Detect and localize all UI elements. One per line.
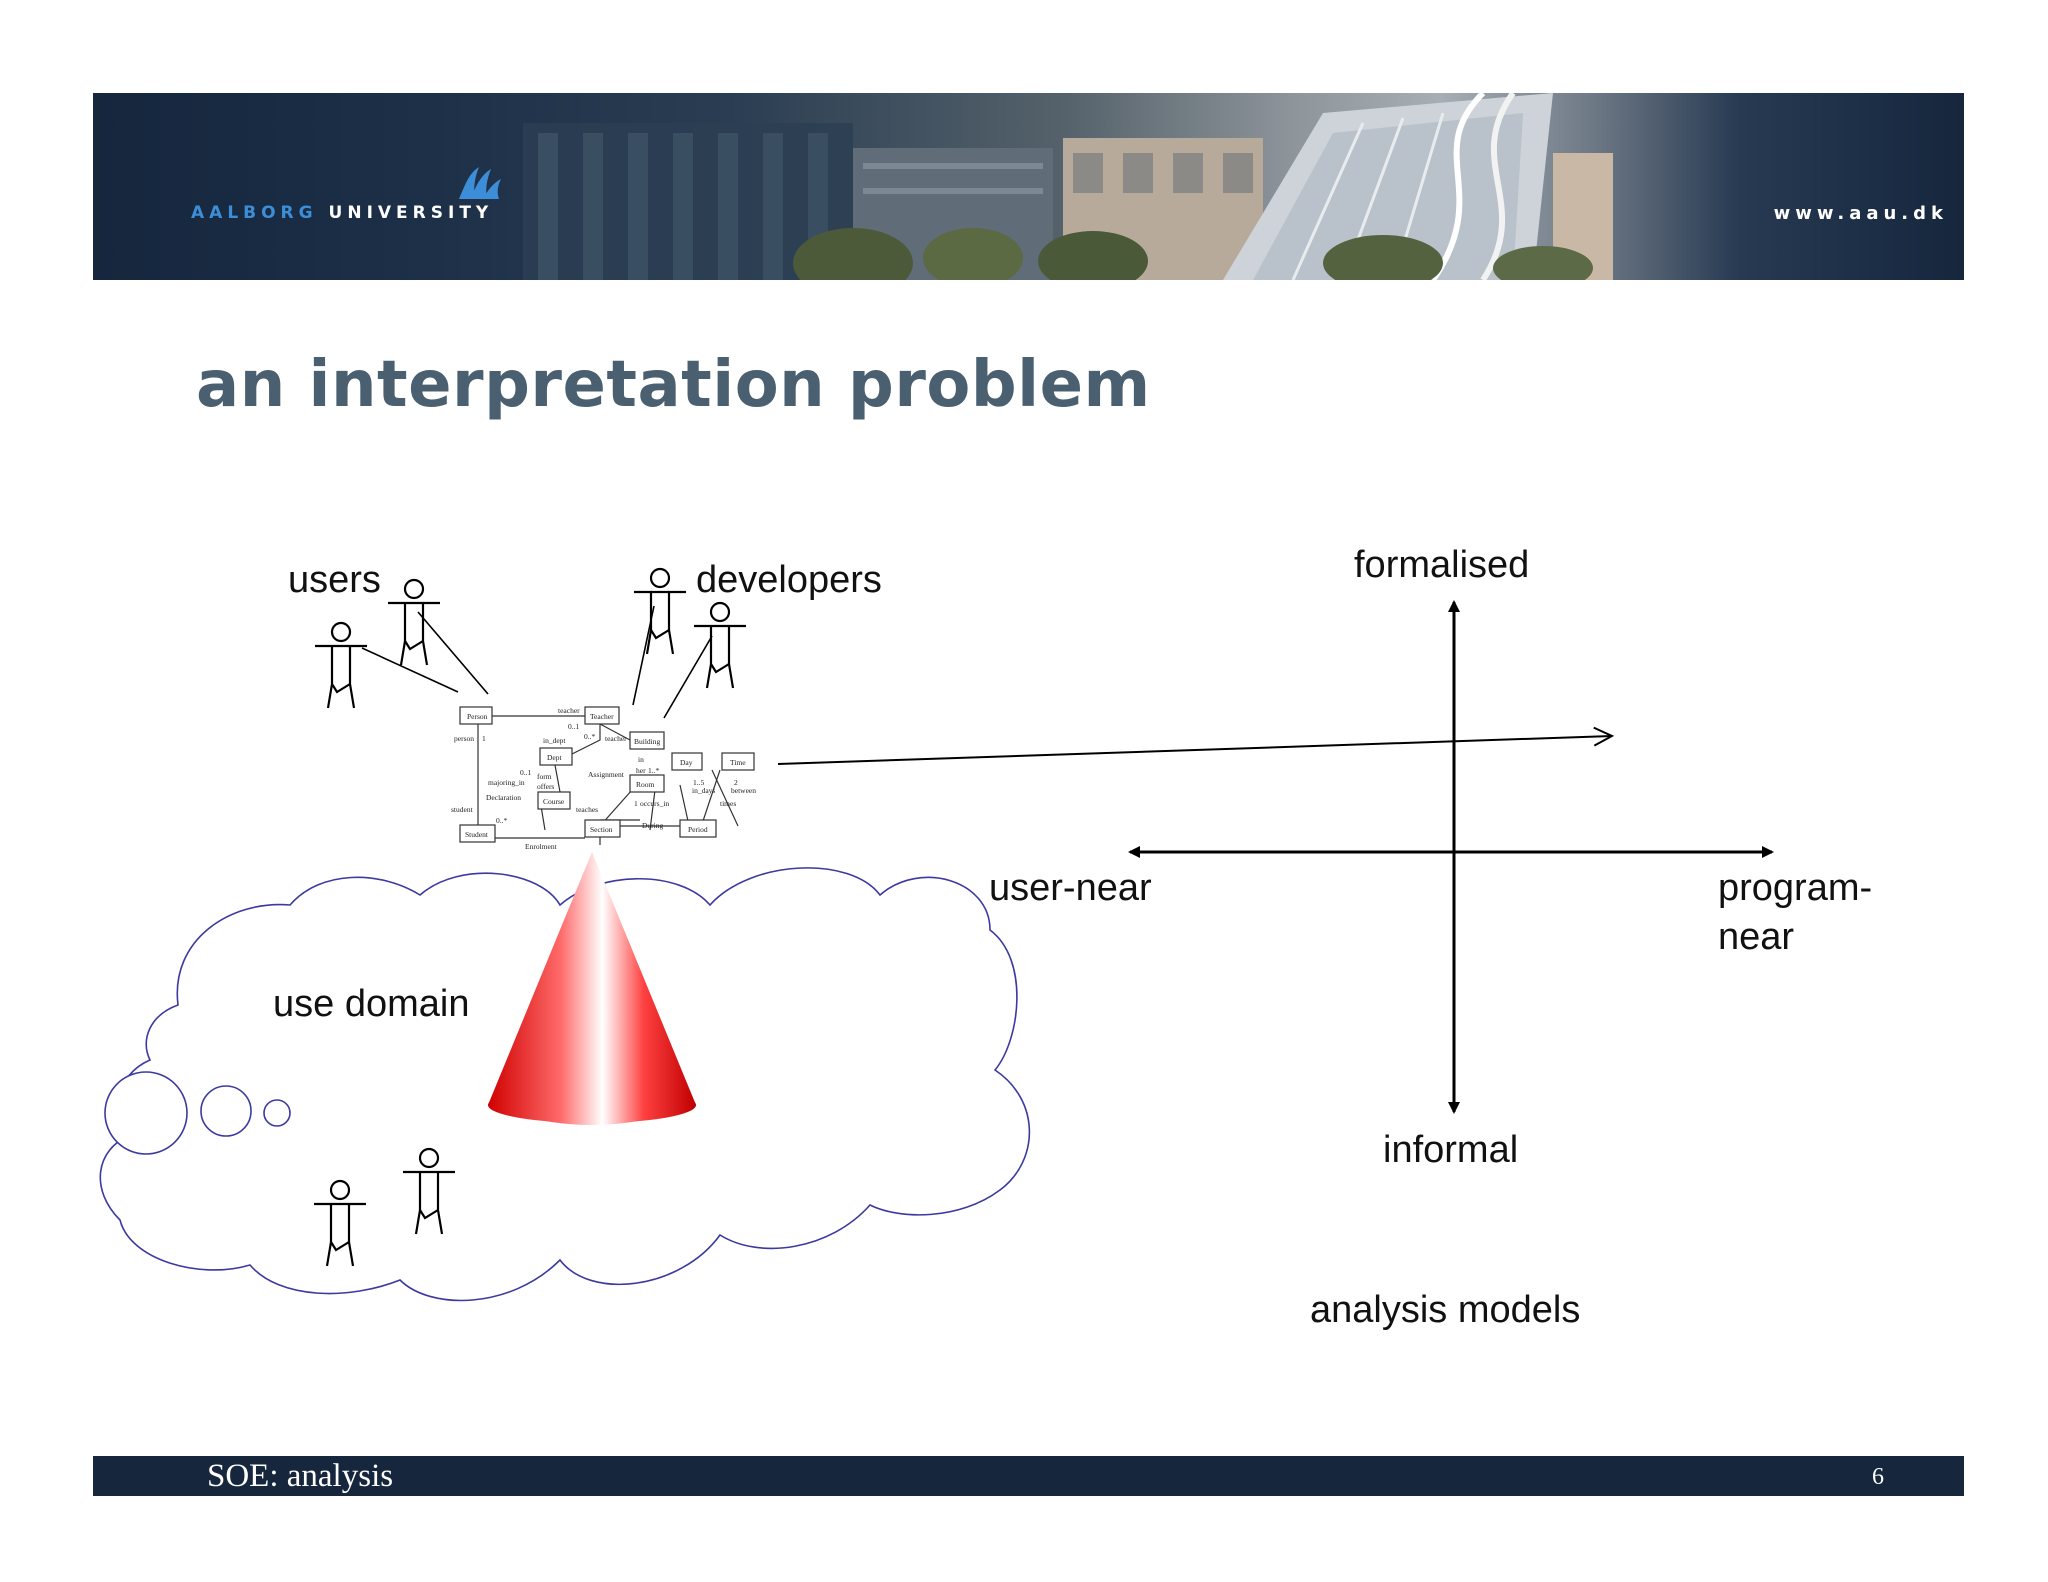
thought-bubble-medium — [200, 1085, 252, 1137]
uml-assoc-label: student — [451, 805, 474, 814]
uml-assoc-label: teaches — [576, 805, 598, 814]
uml-assoc-label: her — [636, 766, 646, 775]
uml-assoc-label: 0..1 — [568, 722, 580, 731]
uml-assoc-label: majoring_in — [488, 778, 525, 787]
uml-class-box — [459, 824, 496, 843]
uml-class-name: Day — [680, 758, 693, 767]
footer-page-number: 6 — [1872, 1464, 1884, 1490]
stick-figure-icon — [314, 1179, 366, 1267]
model-to-space-arrow — [777, 736, 1612, 765]
stick-figure-icon — [403, 1147, 455, 1235]
uml-class-name: Period — [688, 825, 708, 834]
uml-class-name: Time — [730, 758, 746, 767]
label-informal: informal — [1383, 1129, 1519, 1171]
user-connector-line — [417, 611, 489, 695]
uml-class-box — [721, 752, 755, 771]
label-analysis-models: analysis models — [1310, 1289, 1581, 1331]
uml-assoc-label: 1 — [482, 734, 486, 743]
uml-assoc-label: teacher — [558, 706, 580, 715]
thought-bubble-small — [263, 1099, 291, 1127]
uml-assoc-label: times — [720, 799, 736, 808]
label-developers: developers — [696, 559, 882, 601]
label-user-near: user-near — [989, 867, 1152, 909]
campus-photo — [523, 93, 1613, 280]
uml-assoc-label: During — [642, 821, 663, 830]
user-connector-line — [361, 647, 459, 693]
uml-class-name: Room — [636, 780, 655, 789]
uml-assoc-label: in_days — [692, 786, 715, 795]
uml-assoc-label: Declaration — [486, 793, 521, 802]
stick-figure-icon — [315, 621, 367, 709]
footer-course-title: SOE: analysis — [207, 1458, 394, 1494]
label-use-domain: use domain — [273, 983, 470, 1025]
uml-class-box — [671, 752, 703, 771]
uml-class-name: Section — [590, 825, 613, 834]
aau-wave-logo-icon — [459, 167, 501, 199]
uml-assoc-label: teacher — [605, 734, 627, 743]
label-program-near-line2: near — [1718, 916, 1795, 958]
thought-bubble-large — [104, 1071, 188, 1155]
slide-title: an interpretation problem — [196, 348, 1151, 422]
uml-class-name: Person — [467, 712, 488, 721]
university-url[interactable]: www.aau.dk — [1773, 203, 1948, 224]
uml-assoc-label: occurs_in — [640, 799, 669, 808]
uml-assoc-label: offers — [537, 782, 554, 791]
uml-class-name: Building — [634, 737, 661, 746]
uml-assoc-label: 0..1 — [520, 768, 532, 777]
developer-connector-line — [632, 605, 655, 706]
uml-assoc-label: 2 — [734, 778, 738, 787]
stick-figure-icon — [694, 601, 746, 689]
footer-bar: SOE: analysis 6 — [93, 1456, 1964, 1496]
uml-assoc-label: between — [731, 786, 756, 795]
uml-class-name: Dept — [547, 753, 562, 762]
logo-word-aalborg: AALBORG — [191, 203, 318, 223]
uml-class-box — [629, 731, 665, 750]
logo-word-university: UNIVERSITY — [328, 203, 494, 223]
uml-assoc-label: 1..5 — [693, 778, 705, 787]
uml-assoc-label: person — [454, 734, 474, 743]
developer-connector-line — [663, 635, 713, 719]
uml-assoc-label: in — [638, 755, 644, 764]
header-banner: AALBORG UNIVERSITY www.aau.dk — [93, 93, 1964, 280]
label-users: users — [288, 559, 381, 601]
cone-shape — [488, 852, 696, 1125]
uml-class-name: Course — [543, 797, 565, 806]
uml-assoc-label: in_dept — [543, 736, 566, 745]
uml-assoc-label: 1..* — [648, 766, 660, 775]
university-logo-text: AALBORG UNIVERSITY — [191, 203, 493, 223]
uml-assoc-label: 0..* — [496, 816, 508, 825]
uml-class-name: Student — [465, 830, 489, 839]
uml-assoc-label: 1 — [634, 799, 638, 808]
uml-class-box — [539, 747, 573, 766]
uml-class-box — [584, 819, 621, 838]
label-formalised: formalised — [1354, 544, 1530, 586]
uml-assoc-label: Assignment — [588, 770, 625, 779]
uml-class-box — [584, 706, 620, 725]
uml-class-box — [537, 791, 571, 810]
uml-class-name: Teacher — [590, 712, 614, 721]
uml-assoc-label: Enrolment — [525, 842, 558, 851]
uml-class-box — [459, 706, 493, 725]
uml-class-box — [629, 774, 665, 793]
stick-figure-icon — [634, 567, 686, 655]
uml-class-box — [679, 819, 717, 838]
uml-assoc-label: form — [537, 772, 552, 781]
stick-figure-icon — [388, 578, 440, 666]
label-program-near-line1: program- — [1718, 867, 1873, 909]
uml-class-diagram: Person Teacher Building Dept Day Time Ro… — [451, 706, 756, 851]
uml-assoc-label: 0..* — [584, 732, 596, 741]
